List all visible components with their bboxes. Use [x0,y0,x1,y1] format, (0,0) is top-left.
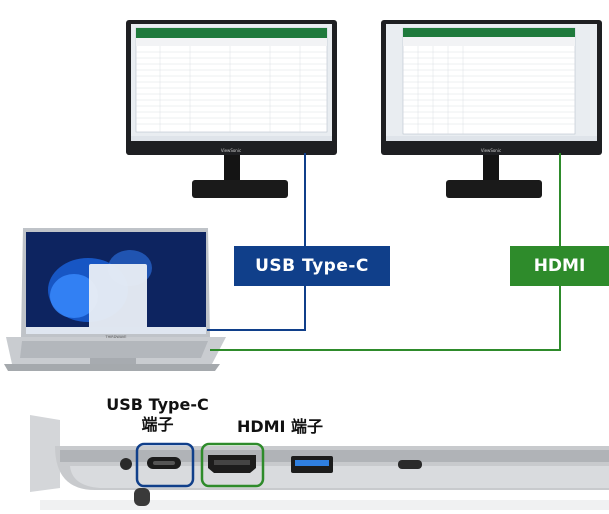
security-slot [398,460,422,469]
laptop-brand: THIRDWAVE [105,335,127,339]
laptop: THIRDWAVE [4,228,226,371]
usb-c-port-caption-line2: 端子 [90,415,225,435]
usb-c-port-caption-line1: USB Type-C [90,395,225,415]
usb-type-c-label: USB Type-C [234,246,390,286]
monitor-right-brand: ViewSonic [481,148,501,153]
audio-jack-port [120,458,132,470]
hdmi-label: HDMI [510,246,609,286]
monitor-left-brand: ViewSonic [221,148,241,153]
monitor-right: ViewSonic [381,20,602,198]
usb-c-port-caption: USB Type-C 端子 [90,395,225,435]
hdmi-port-caption: HDMI 端子 [220,417,340,437]
usb-c-cable [207,153,305,330]
